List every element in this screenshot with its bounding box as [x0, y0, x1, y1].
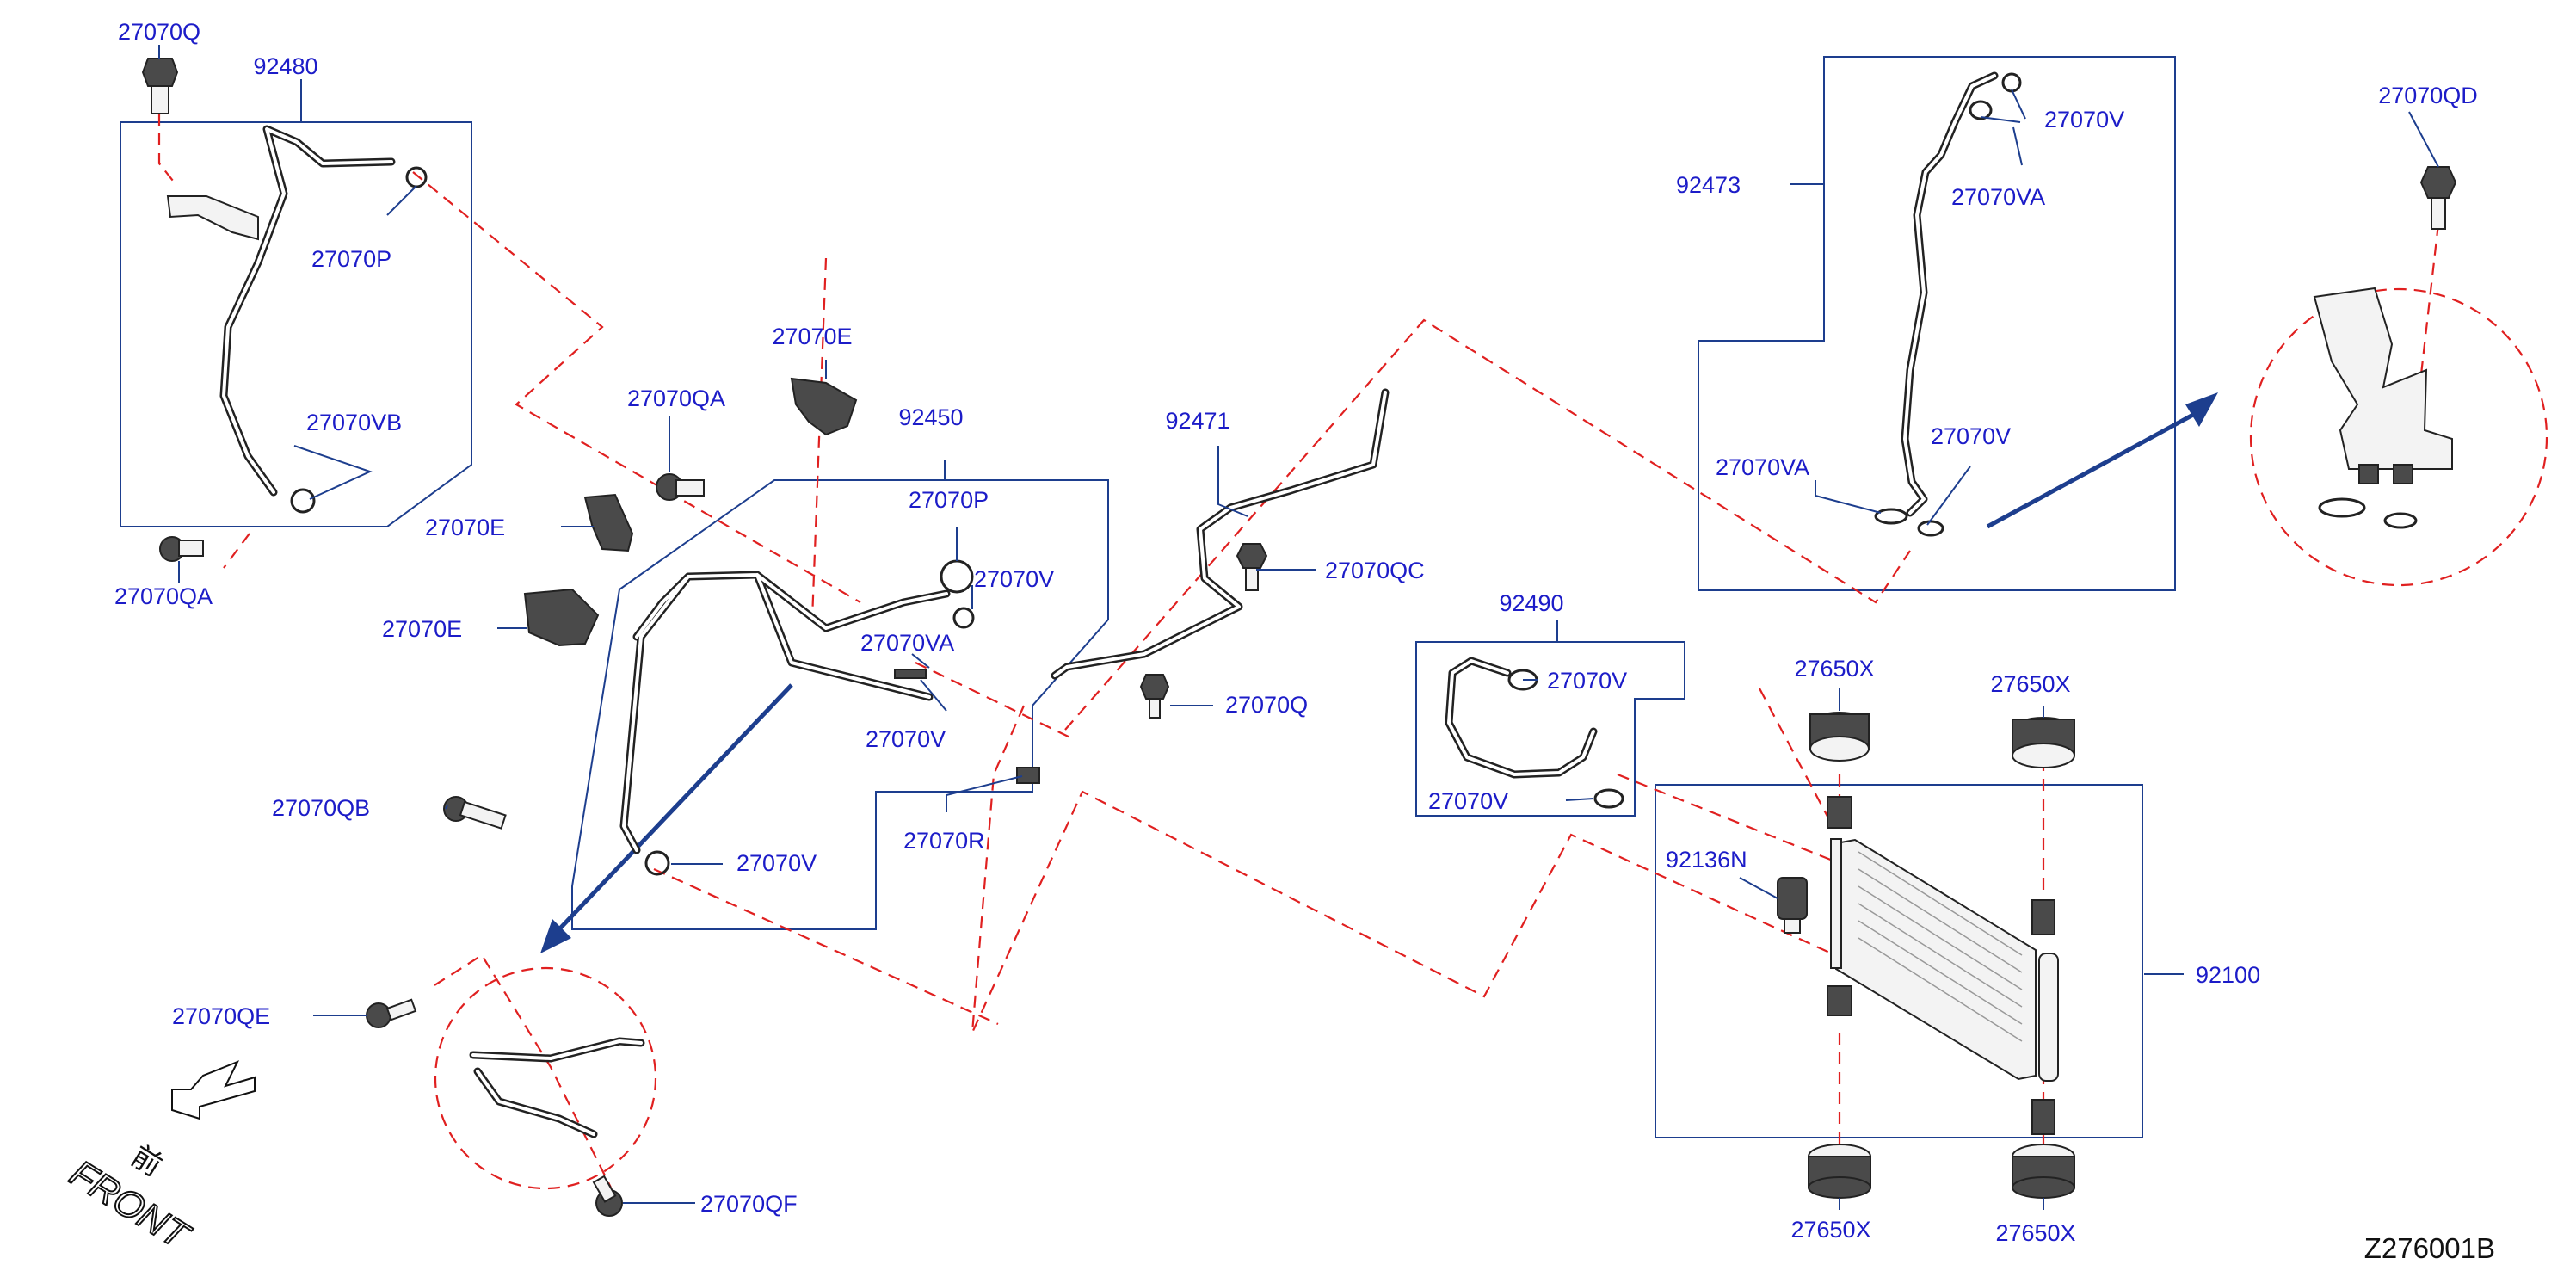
hose-92490-inner	[1447, 659, 1595, 776]
bolt-27070Q-mid	[1139, 674, 1170, 719]
label-27650X-tl[interactable]: 27650X	[1794, 656, 1874, 682]
group-box-92490	[1415, 641, 1685, 817]
clip-27070E-top	[790, 377, 858, 436]
label-27070QE[interactable]: 27070QE	[172, 1003, 270, 1029]
hose-92480	[219, 125, 396, 497]
bolt-27070QC	[1236, 543, 1268, 591]
hose-92480-inner	[222, 127, 393, 494]
label-27070R[interactable]: 27070R	[903, 828, 985, 854]
label-27070V-92490a[interactable]: 27070V	[1547, 668, 1627, 694]
mount-27650X-tr	[2012, 717, 2075, 768]
bracket-92480	[166, 195, 259, 241]
label-92480[interactable]: 92480	[253, 53, 317, 79]
detail-arrowhead-left	[540, 919, 571, 953]
label-27070E-top[interactable]: 27070E	[772, 324, 852, 349]
oring-27070VA-low	[1874, 508, 1908, 525]
label-27070V-low[interactable]: 27070V	[736, 850, 817, 876]
diagram-code: Z276001B	[2364, 1232, 2495, 1264]
bolt-27070Q-top	[141, 58, 179, 114]
label-27070Q-mid[interactable]: 27070Q	[1225, 692, 1308, 718]
pipe-92450-inner	[622, 573, 948, 852]
bolt-27070QD	[2419, 166, 2457, 230]
front-kanji: 前	[125, 1139, 168, 1184]
detail-circle-pipe-joint	[434, 966, 657, 1190]
bolt-27070QB	[443, 796, 507, 830]
oring-27070V-right	[1917, 520, 1944, 537]
clip-27070R	[1016, 767, 1040, 784]
front-arrow-icon	[171, 1060, 256, 1120]
label-27070VA-mid[interactable]: 27070VA	[860, 630, 954, 656]
label-92471[interactable]: 92471	[1165, 408, 1229, 434]
label-27070QF[interactable]: 27070QF	[700, 1191, 798, 1217]
mount-27650X-br	[2012, 1144, 2075, 1199]
label-27070V-right[interactable]: 27070V	[1931, 423, 2011, 449]
label-27070V-top[interactable]: 27070V	[2044, 107, 2124, 133]
seal-27070VA-mid	[894, 669, 927, 679]
detail-circle-condenser-block	[2249, 287, 2548, 587]
front-indicator: 前 FRONT	[62, 1060, 256, 1259]
label-27070QA-mid[interactable]: 27070QA	[627, 386, 725, 411]
pipe-92471-inner	[1053, 391, 1387, 677]
label-27070Q-top[interactable]: 27070Q	[118, 19, 200, 45]
pipe-92473-inner	[1903, 74, 1996, 515]
label-27070V-92490b[interactable]: 27070V	[1428, 788, 1508, 814]
bolt-27070QA-left	[159, 536, 204, 562]
label-92490[interactable]: 92490	[1499, 590, 1563, 616]
clip-27070E-low	[523, 588, 600, 647]
group-box-92100	[1655, 784, 2143, 1138]
mount-27650X-tl	[1809, 712, 1870, 762]
group-box-92450	[571, 479, 1109, 930]
condenser-92100	[1830, 838, 2059, 1082]
bolt-27070QF	[592, 1175, 623, 1217]
label-27070P-mid[interactable]: 27070P	[909, 487, 989, 513]
label-27650X-bl[interactable]: 27650X	[1790, 1217, 1870, 1243]
detail-arrowhead-right	[2185, 392, 2218, 427]
label-27070QD[interactable]: 27070QD	[2378, 83, 2478, 108]
label-27070VA-top[interactable]: 27070VA	[1951, 184, 2045, 210]
label-27070E-low[interactable]: 27070E	[382, 616, 462, 642]
label-27070QA-left[interactable]: 27070QA	[114, 583, 213, 609]
bracket-27650X-left-bottom	[1827, 985, 1852, 1016]
clip-27070E-mid	[583, 493, 634, 552]
bolt-27070QA-mid	[656, 473, 705, 501]
group-box-92480	[120, 121, 472, 527]
pipe-joint-detail-inner	[471, 1039, 643, 1136]
oring-27070P-left	[405, 166, 428, 188]
oring-27070V-92490b	[1593, 788, 1624, 809]
label-27070VB[interactable]: 27070VB	[306, 410, 402, 435]
label-92100[interactable]: 92100	[2196, 962, 2260, 988]
detail-arrow-left	[556, 683, 793, 933]
label-27070VA-low[interactable]: 27070VA	[1716, 454, 1809, 480]
oring-27070V-mid	[952, 607, 975, 629]
bracket-27650X-right-top	[2031, 899, 2055, 935]
oring-27070P-mid	[940, 559, 974, 594]
leader-lines	[158, 45, 2439, 1210]
label-27070V-mid2[interactable]: 27070V	[866, 726, 946, 752]
mount-27650X-bl	[1808, 1144, 1871, 1199]
detail-arrow-right	[1986, 407, 2204, 529]
label-27070QB[interactable]: 27070QB	[272, 795, 370, 821]
oring-27070V-low	[644, 850, 670, 876]
label-92136N[interactable]: 92136N	[1666, 847, 1747, 873]
oring-27070VB	[290, 488, 316, 514]
bolt-27070QE	[366, 998, 417, 1028]
label-27070E-mid[interactable]: 27070E	[425, 515, 505, 540]
bracket-27650X-right-bottom	[2031, 1099, 2055, 1135]
label-92450[interactable]: 92450	[898, 404, 963, 430]
oring-27070VA-top	[1969, 100, 1993, 120]
label-27070QC[interactable]: 27070QC	[1325, 558, 1425, 583]
group-box-92473	[1698, 56, 2176, 591]
pressure-sensor-92136N	[1777, 877, 1808, 934]
pipe-92471	[1051, 388, 1390, 680]
label-27070P-left[interactable]: 27070P	[311, 246, 391, 272]
alignment-lines	[157, 114, 2440, 1188]
label-27070V-mid[interactable]: 27070V	[974, 566, 1054, 592]
label-92473[interactable]: 92473	[1676, 172, 1741, 198]
label-27650X-tr[interactable]: 27650X	[1990, 671, 2070, 697]
label-27650X-br[interactable]: 27650X	[1995, 1220, 2075, 1246]
condenser-block-detail	[2313, 287, 2453, 529]
oring-27070V-top	[2001, 72, 2022, 93]
bracket-27650X-left-top	[1827, 796, 1852, 829]
